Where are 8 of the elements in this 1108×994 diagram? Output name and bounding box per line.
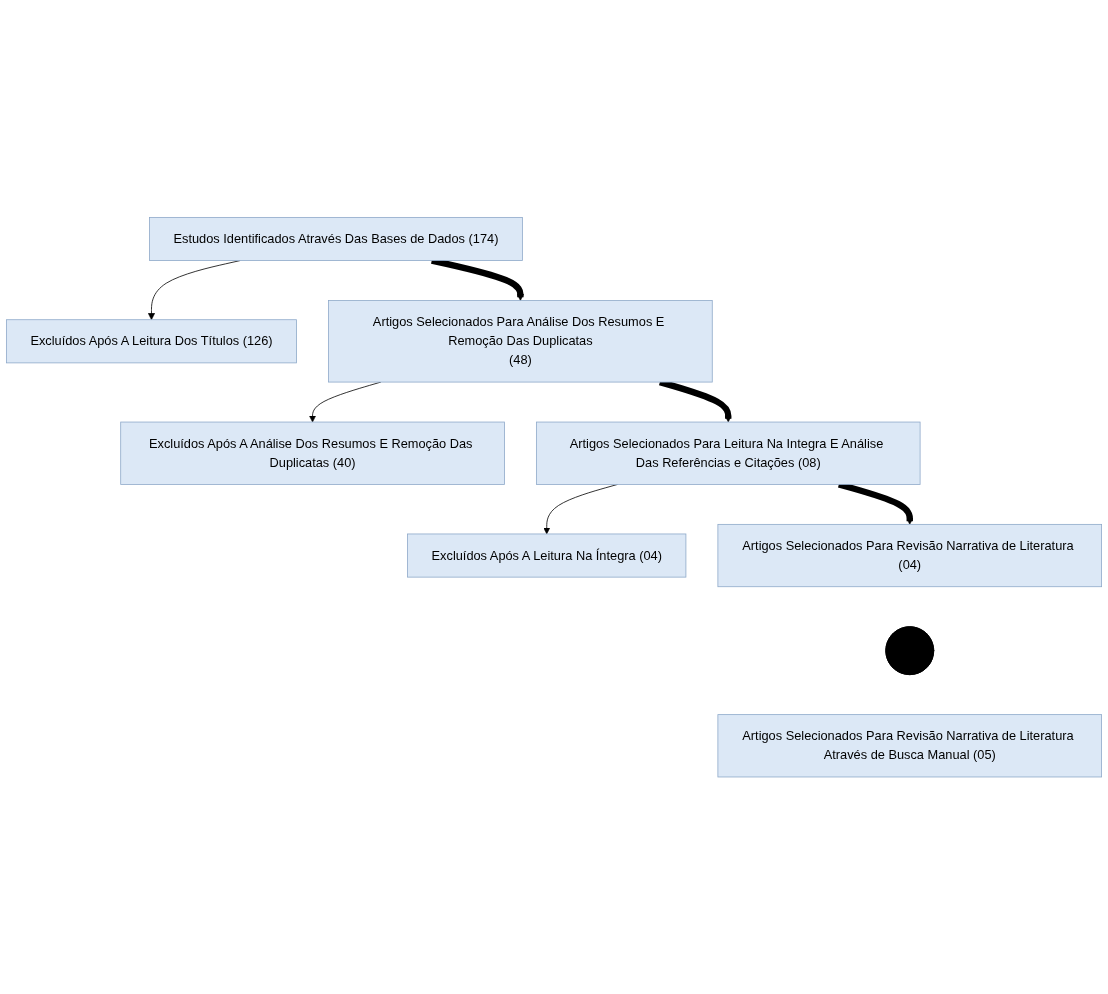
node-box: Excluídos Após A Leitura Dos Títulos (126): [6, 319, 297, 364]
node-box: Excluídos Após A Análise Dos Resumos E Remoção Das Duplicatas (40): [120, 421, 505, 485]
node-box: Artigos Selecionados Para Leitura Na Integra E Análise Das Referências e Citações (08): [536, 421, 921, 485]
node-box: Excluídos Após A Leitura Na Íntegra (04): [407, 533, 687, 578]
node-box: Artigos Selecionados Para Análise Dos Resumos E Remoção Das Duplicatas (48): [328, 299, 713, 383]
node-box: Artigos Selecionados Para Revisão Narrativa de Literatura Através de Busca Manual (05): [717, 714, 1102, 778]
node-box: Estudos Identificados Através Das Bases de Dados (174): [149, 216, 523, 261]
node-box: Artigos Selecionados Para Revisão Narrativa de Literatura (04): [717, 523, 1102, 587]
